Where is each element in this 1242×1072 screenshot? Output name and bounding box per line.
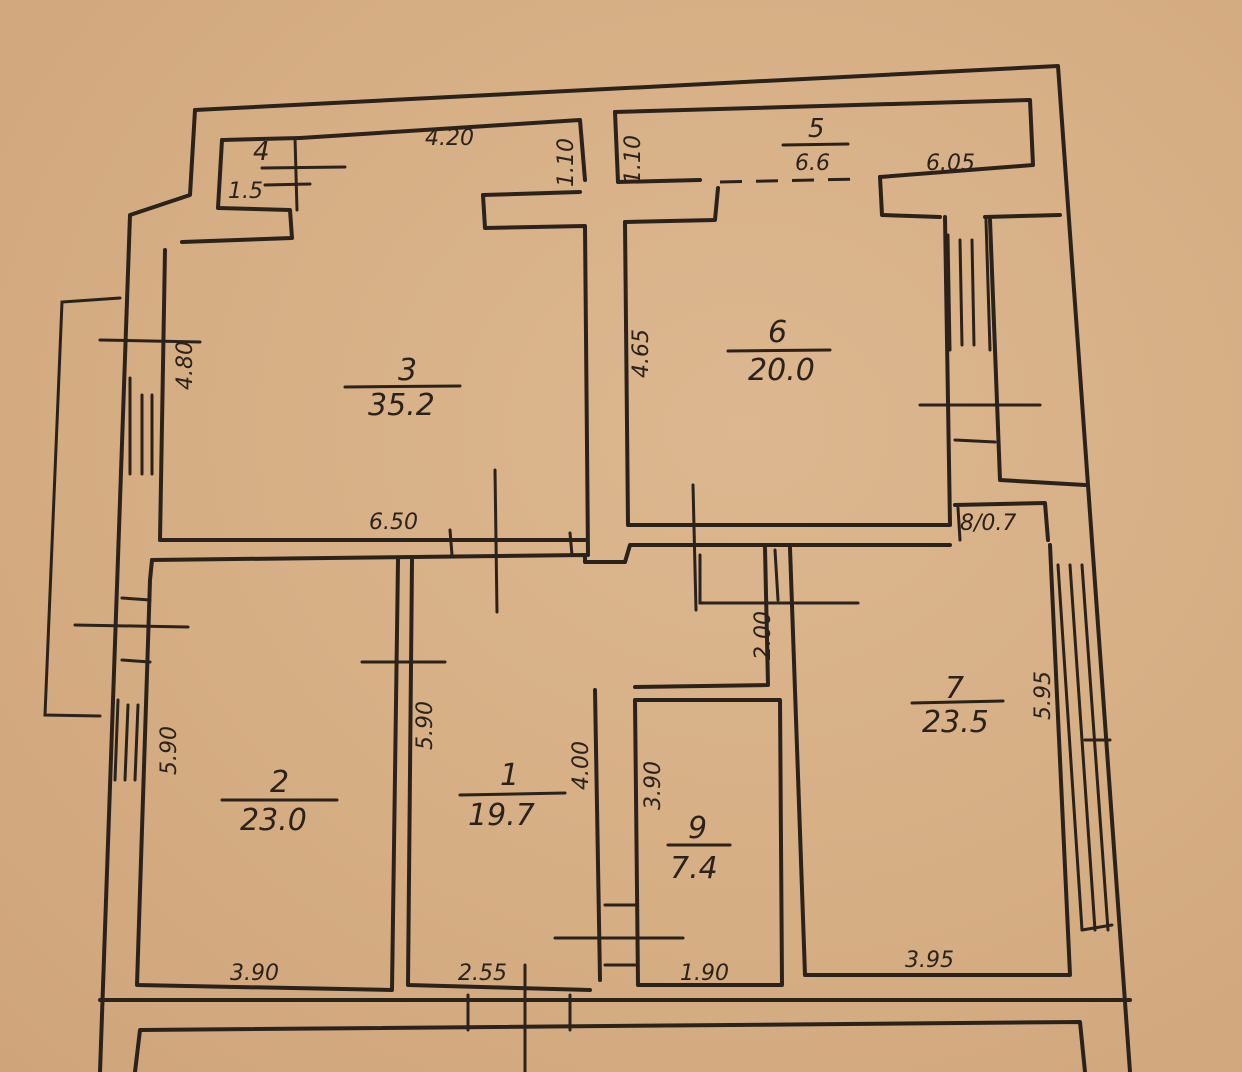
room-5-area: 6.6 (795, 151, 830, 176)
room-9-number: 9 (688, 811, 707, 846)
room-4-walls (180, 136, 347, 244)
room-8-walls (953, 501, 1050, 542)
room-2-walls (135, 558, 447, 992)
room-3-area: 35.2 (368, 388, 435, 423)
dim-room9-bottom: 1.90 (680, 961, 729, 986)
room-4-area: 1.5 (228, 179, 263, 204)
room-labels: 3 35.2 6 20.0 5 6.6 4 1.5 2 23.0 1 19.7 … (228, 114, 1016, 886)
dim-room2-bottom: 3.90 (230, 961, 279, 986)
area-lines (220, 142, 1005, 847)
room-7-walls (788, 543, 1072, 977)
dimension-labels: 4.20 6.50 6.05 3.90 2.55 1.90 3.95 4.80 … (157, 126, 1056, 986)
room-8-label: 8/0.7 (960, 511, 1016, 536)
room-4-number: 4 (253, 137, 270, 167)
room-2-window (73, 596, 190, 782)
room-6-window (918, 218, 1087, 487)
dim-room1-right: 4.00 (569, 741, 594, 790)
dim-room1-left: 5.90 (413, 701, 438, 750)
room-6-number: 6 (768, 315, 787, 350)
dim-room7-bottom: 3.95 (905, 948, 954, 973)
dim-room1-bottom: 2.55 (458, 961, 507, 986)
room-3-walls (158, 118, 590, 614)
room-6-walls (623, 186, 952, 612)
room-2-area: 23.0 (240, 803, 307, 838)
room-6-area: 20.0 (748, 353, 815, 388)
dim-room6-left: 4.65 (629, 329, 654, 378)
corridor-walls (150, 543, 952, 689)
dim-room3-top: 4.20 (425, 126, 474, 151)
room-1-number: 1 (500, 758, 519, 793)
dim-room2-left: 5.90 (157, 726, 182, 775)
dim-room5-niche: 1.10 (621, 135, 646, 184)
room-7-area: 23.5 (922, 705, 989, 740)
dim-room7-right: 5.95 (1031, 671, 1056, 720)
room-5-walls (613, 98, 1062, 219)
room-9-walls (553, 698, 784, 987)
dim-room3-bottom: 6.50 (369, 510, 418, 535)
room-1-walls (406, 558, 602, 992)
dim-room5-right: 6.05 (926, 151, 975, 176)
room-7-window (1056, 563, 1114, 932)
dim-room3-left: 4.80 (173, 341, 198, 390)
room-2-number: 2 (270, 765, 289, 800)
room-3-number: 3 (398, 353, 417, 388)
bottom-walls (98, 963, 1132, 1072)
outer-walls (43, 64, 1132, 1072)
dim-room9-left: 3.90 (641, 761, 666, 810)
room-9-area: 7.4 (670, 851, 718, 886)
dim-room3-niche: 1.10 (554, 138, 579, 187)
room-7-number: 7 (945, 671, 964, 706)
dim-hall-step: 2.00 (751, 611, 776, 660)
room-5-number: 5 (808, 114, 825, 144)
room-1-area: 19.7 (468, 798, 535, 833)
room-3-window (98, 338, 202, 476)
